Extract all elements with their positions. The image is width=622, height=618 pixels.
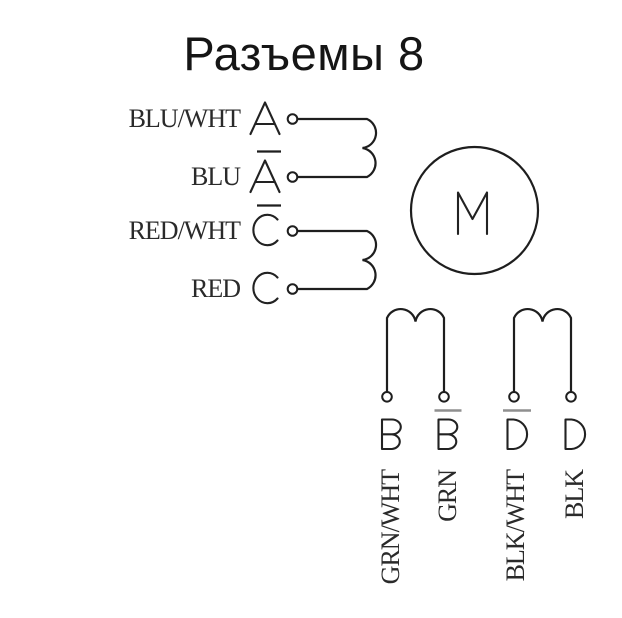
terminal-letter-c bbox=[252, 271, 279, 305]
terminal-a-circle bbox=[286, 113, 299, 125]
terminal-letter-d-bar bbox=[503, 409, 531, 451]
wire-label-red: RED bbox=[191, 274, 241, 303]
coil-d-winding bbox=[512, 308, 573, 392]
terminal-letter-a-bar bbox=[249, 150, 281, 194]
terminal-letter-c-bar bbox=[252, 204, 281, 247]
coil-a-winding bbox=[297, 117, 378, 179]
wire-label-red-wht: RED/WHT bbox=[128, 216, 241, 245]
terminal-c-circle bbox=[286, 283, 299, 295]
motor-circle bbox=[409, 145, 540, 276]
terminal-b-circle bbox=[381, 391, 393, 403]
coil-b-winding bbox=[385, 308, 446, 392]
terminal-d-circle bbox=[565, 391, 577, 403]
terminal-letter-b-bar bbox=[434, 409, 462, 451]
wire-label-grn: GRN bbox=[433, 470, 462, 522]
wire-label-grn-wht: GRN/WHT bbox=[376, 470, 405, 585]
terminal-letter-d bbox=[564, 418, 587, 451]
diagram-title: Разъемы 8 bbox=[183, 27, 425, 80]
terminal-letter-a bbox=[249, 101, 281, 136]
terminal-d-bar-circle bbox=[508, 391, 520, 403]
terminal-b-bar-circle bbox=[438, 391, 450, 403]
terminal-letter-b bbox=[380, 418, 402, 451]
coil-c-winding bbox=[297, 229, 378, 291]
wire-label-blk: BLK bbox=[560, 470, 589, 519]
wire-label-blu-wht: BLU/WHT bbox=[128, 104, 241, 133]
terminal-c-bar-circle bbox=[286, 225, 299, 237]
motor-letter-m bbox=[456, 191, 489, 236]
terminal-a-bar-circle bbox=[286, 171, 299, 183]
wire-label-blu: BLU bbox=[191, 162, 241, 191]
wire-label-blk-wht: BLK/WHT bbox=[501, 470, 530, 582]
